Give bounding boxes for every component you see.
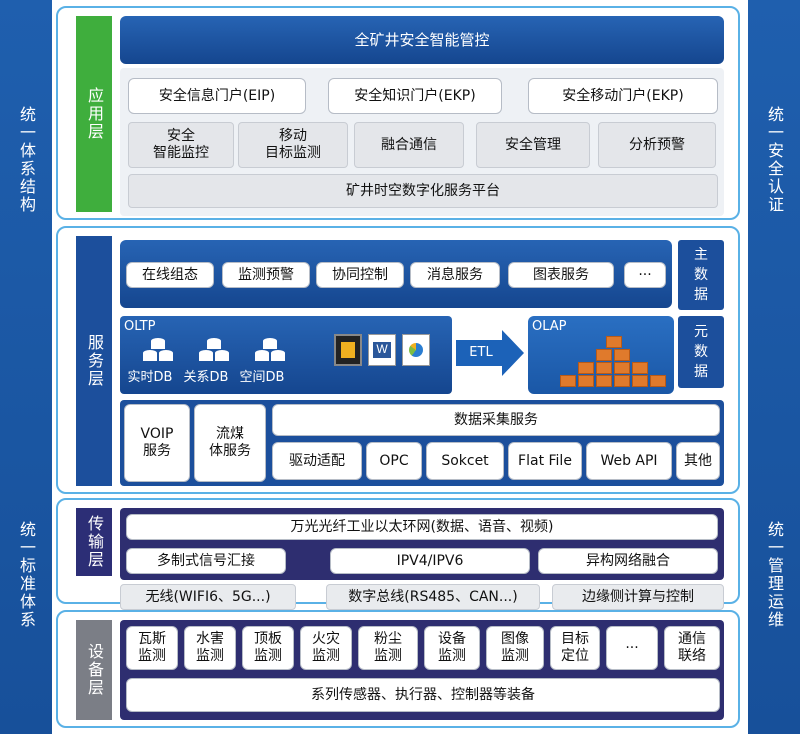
module-safety-management: 安全管理 — [476, 122, 590, 168]
right-sidebar: 统一安全认证 统一管理运维 — [748, 0, 800, 734]
heterogeneous-network: 异构网络融合 — [538, 548, 718, 574]
svc-monitor-alert: 监测预警 — [222, 262, 310, 288]
portal-eip: 安全信息门户(EIP) — [128, 78, 306, 114]
db-label-realtime: 实时DB — [122, 368, 178, 388]
right-label-operations: 统一管理运维 — [748, 500, 800, 650]
device-gas: 瓦斯 监测 — [126, 626, 178, 670]
word-file-icon: W — [368, 334, 396, 366]
chart-file-icon — [402, 334, 430, 366]
device-more: ··· — [606, 626, 658, 670]
ipv4-ipv6: IPV4/IPV6 — [330, 548, 530, 574]
device-layer-tag: 设备层 — [76, 620, 112, 720]
collect-opc: OPC — [366, 442, 422, 480]
left-label-architecture: 统一体系结构 — [0, 60, 52, 260]
device-comms: 通信 联络 — [664, 626, 720, 670]
right-label-security: 统一安全认证 — [748, 60, 800, 260]
module-analysis-alert: 分析预警 — [598, 122, 716, 168]
collect-driver: 驱动适配 — [272, 442, 362, 480]
db-label-spatial: 空间DB — [234, 368, 290, 388]
collect-webapi: Web API — [586, 442, 672, 480]
device-roof: 顶板 监测 — [242, 626, 294, 670]
media-file-icon — [334, 334, 362, 366]
application-layer-tag: 应用层 — [76, 16, 112, 212]
svc-collab-control: 协同控制 — [316, 262, 404, 288]
svc-chart: 图表服务 — [508, 262, 614, 288]
device-equipment-series: 系列传感器、执行器、控制器等装备 — [126, 678, 720, 712]
portal-ekp-knowledge: 安全知识门户(EKP) — [328, 78, 502, 114]
meta-data: 元 数 据 — [678, 316, 724, 388]
module-converged-comms: 融合通信 — [354, 122, 464, 168]
device-water: 水害 监测 — [184, 626, 236, 670]
device-equipment: 设备 监测 — [424, 626, 480, 670]
service-platform: 矿井时空数字化服务平台 — [128, 174, 718, 208]
data-collection-title: 数据采集服务 — [272, 404, 720, 436]
device-positioning: 目标 定位 — [550, 626, 600, 670]
oltp-label: OLTP — [124, 318, 174, 336]
device-fire: 火灾 监测 — [300, 626, 352, 670]
transport-layer: 传输层 万光光纤工业以太环网(数据、语音、视频) 多制式信号汇接 IPV4/IP… — [56, 498, 740, 604]
realtime-db-icon — [142, 336, 174, 364]
left-label-standards: 统一标准体系 — [0, 500, 52, 650]
module-target-monitoring: 移动 目标监测 — [238, 122, 348, 168]
transport-layer-tag: 传输层 — [76, 508, 112, 576]
collect-socket: Sokcet — [426, 442, 504, 480]
olap-label: OLAP — [532, 318, 582, 336]
digital-bus: 数字总线(RS485、CAN...) — [326, 584, 540, 610]
spatial-db-icon — [254, 336, 286, 364]
portal-ekp-mobile: 安全移动门户(EKP) — [528, 78, 718, 114]
service-layer: 服务层 在线组态 监测预警 协同控制 消息服务 图表服务 ··· 主 数 据 O… — [56, 226, 740, 494]
collect-other: 其他 — [676, 442, 720, 480]
signal-aggregation: 多制式信号汇接 — [126, 548, 286, 574]
relational-db-icon — [198, 336, 230, 364]
svc-online-config: 在线组态 — [126, 262, 214, 288]
wireless: 无线(WIFI6、5G...) — [120, 584, 296, 610]
application-layer: 应用层 全矿井安全智能管控 安全信息门户(EIP) 安全知识门户(EKP) 安全… — [56, 6, 740, 220]
voip-service: VOIP 服务 — [124, 404, 190, 482]
ethernet-ring: 万光光纤工业以太环网(数据、语音、视频) — [126, 514, 718, 540]
collect-flatfile: Flat File — [508, 442, 582, 480]
stream-service: 流煤 体服务 — [194, 404, 266, 482]
master-data: 主 数 据 — [678, 240, 724, 310]
db-label-relational: 关系DB — [178, 368, 234, 388]
module-smart-monitoring: 安全 智能监控 — [128, 122, 234, 168]
device-layer: 设备层 瓦斯 监测 水害 监测 顶板 监测 火灾 监测 粉尘 监测 设备 监测 … — [56, 610, 740, 728]
svc-message: 消息服务 — [410, 262, 500, 288]
left-sidebar: 统一体系结构 统一标准体系 — [0, 0, 52, 734]
svc-more: ··· — [624, 262, 666, 288]
device-dust: 粉尘 监测 — [358, 626, 418, 670]
etl-label: ETL — [456, 342, 506, 364]
service-layer-tag: 服务层 — [76, 236, 112, 486]
app-title: 全矿井安全智能管控 — [120, 16, 724, 64]
device-image: 图像 监测 — [486, 626, 544, 670]
edge-computing: 边缘侧计算与控制 — [552, 584, 724, 610]
